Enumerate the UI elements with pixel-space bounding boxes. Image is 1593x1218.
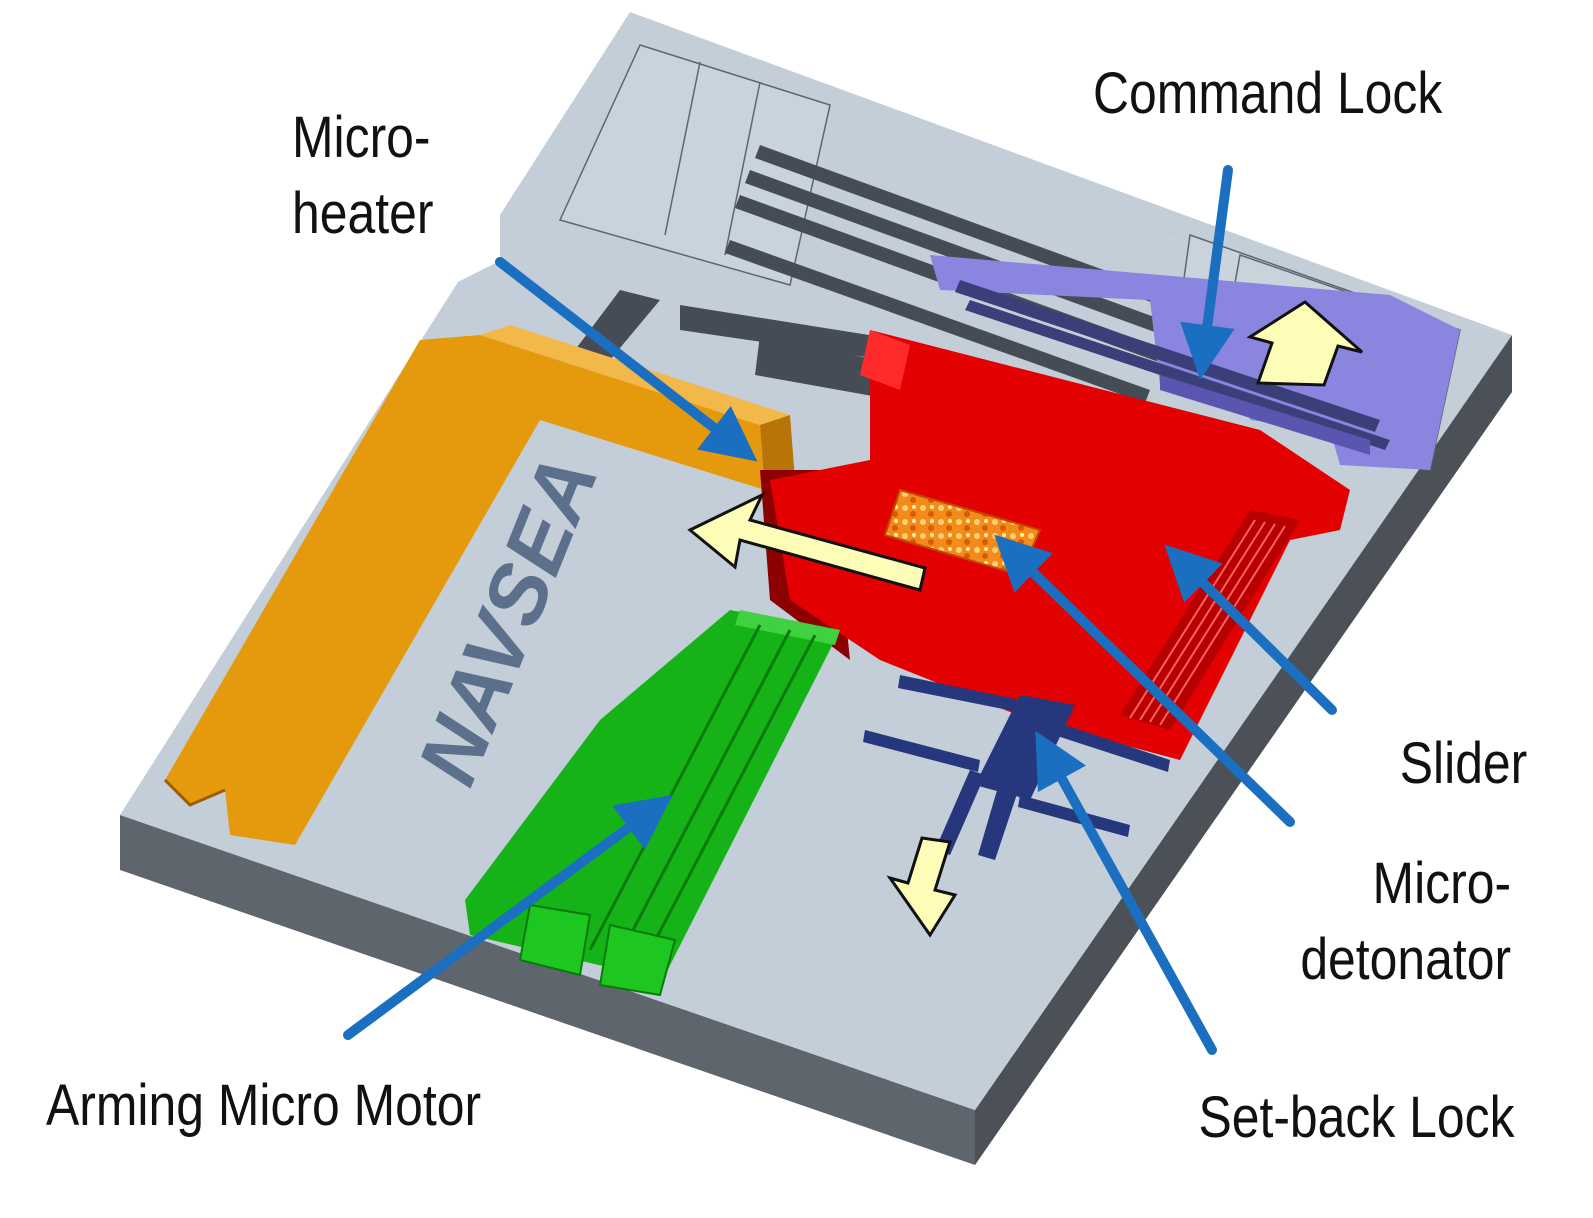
- label-micro-detonator: Micro- detonator: [1300, 846, 1511, 998]
- motion-arrows: [687, 300, 1363, 938]
- leader-micro-detonator: [994, 534, 1295, 827]
- command-lock-motion-arrow: [1246, 300, 1363, 387]
- slider-motion-arrow: [687, 491, 927, 592]
- label-micro-detonator-line2: detonator: [1300, 927, 1511, 992]
- leader-micro-heater: [495, 257, 758, 462]
- slider: [760, 330, 1350, 760]
- label-micro-heater-line2: heater: [292, 181, 434, 246]
- leader-arrows: [343, 165, 1337, 1055]
- heater-arm-outer: [225, 335, 765, 845]
- motor-foot-left: [518, 903, 592, 977]
- motor-foot-right: [598, 923, 677, 997]
- label-command-lock: Command Lock: [1093, 61, 1443, 126]
- label-set-back-lock: Set-back Lock: [1198, 1085, 1515, 1150]
- leader-command-lock: [1180, 165, 1235, 380]
- substrate-side-front: [120, 815, 975, 1165]
- leader-slider: [1164, 544, 1337, 715]
- leader-arming-micro-motor: [343, 794, 673, 1040]
- label-arming-micro-motor: Arming Micro Motor: [46, 1073, 482, 1138]
- label-micro-heater: Micro- heater: [292, 100, 433, 252]
- heater-arm-inner: [165, 335, 480, 805]
- label-micro-heater-line1: Micro-: [292, 105, 431, 170]
- label-micro-detonator-line1: Micro-: [1372, 851, 1511, 916]
- label-slider: Slider: [1399, 731, 1527, 796]
- leader-set-back-lock: [1035, 730, 1217, 1055]
- set-back-motion-arrow: [886, 836, 958, 938]
- slider-comb: [1120, 510, 1300, 730]
- set-back-lock: [863, 675, 1170, 860]
- substrate-side-right: [975, 335, 1512, 1165]
